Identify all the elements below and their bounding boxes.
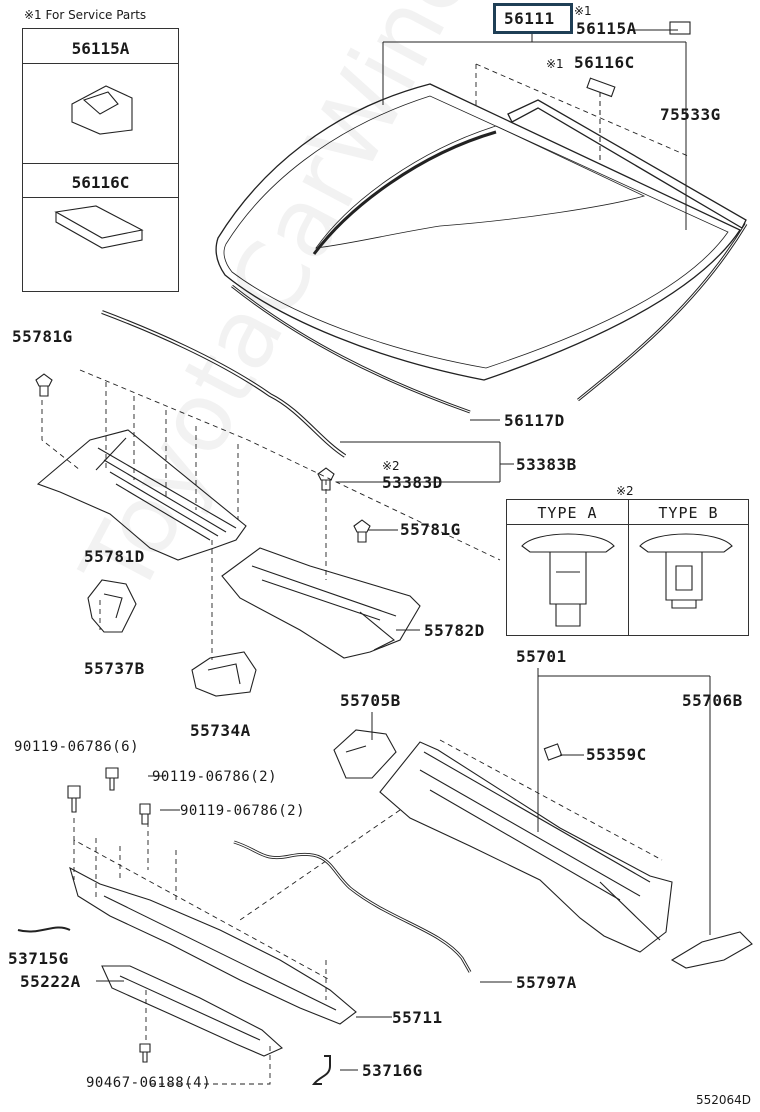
part-label-55706B[interactable]: 55706B (682, 691, 743, 710)
service-parts-box: 56115A 56116C (22, 28, 179, 292)
part-label-55705B[interactable]: 55705B (340, 691, 401, 710)
part-label-53383B[interactable]: 53383B (516, 455, 577, 474)
part-label-55797A[interactable]: 55797A (516, 973, 577, 992)
lower-panel-drawing (69, 866, 357, 1025)
part-label-55359C[interactable]: 55359C (586, 745, 647, 764)
part-label-75533G[interactable]: 75533G (660, 105, 721, 124)
part-label-90119-06786-2a[interactable]: 90119-06786(2) (152, 769, 278, 785)
part-label-90467-06188-4[interactable]: 90467-06188(4) (86, 1075, 212, 1091)
bracket-b-drawing (87, 579, 137, 633)
mark-1: ※1 (574, 4, 592, 18)
part-label-53715G[interactable]: 53715G (8, 949, 69, 968)
type-note: ※2 (616, 484, 634, 498)
diagram-code: 552064D (696, 1093, 752, 1107)
clip-drawings (35, 21, 691, 1063)
part-label-53716G[interactable]: 53716G (362, 1061, 423, 1080)
seal-drawing (101, 310, 347, 458)
type-b-header: TYPE B (658, 504, 719, 522)
part-label-56115A[interactable]: 56115A (576, 19, 637, 38)
bracket-a-drawing (191, 651, 257, 697)
cowl-panel-drawing (379, 741, 673, 953)
windshield-glass-drawing (215, 83, 741, 381)
harness-drawing (233, 840, 472, 973)
divider (507, 524, 748, 525)
part-label-55711[interactable]: 55711 (392, 1008, 443, 1027)
mark-1: ※1 (546, 57, 564, 71)
mark-2: ※2 (382, 459, 400, 473)
divider (628, 500, 629, 635)
part-label-55782D[interactable]: 55782D (424, 621, 485, 640)
highlight-frame (493, 3, 573, 34)
hose-53716g-drawing (311, 1055, 331, 1085)
part-label-90119-06786-2b[interactable]: 90119-06786(2) (180, 803, 306, 819)
type-clip-drawings (521, 533, 733, 627)
type-a-header: TYPE A (537, 504, 598, 522)
divider (23, 197, 178, 198)
type-table: TYPE A TYPE B (506, 499, 749, 636)
stay-drawing (101, 965, 283, 1057)
part-label-56117D[interactable]: 56117D (504, 411, 565, 430)
bracket-55706b-drawing (670, 931, 753, 969)
part-label-55222A[interactable]: 55222A (20, 972, 81, 991)
service-part-label[interactable]: 56115A (71, 39, 130, 58)
service-part-drawings (54, 85, 144, 249)
part-label-55781D[interactable]: 55781D (84, 547, 145, 566)
service-parts-title: ※1 For Service Parts (24, 8, 147, 22)
part-label-55781G[interactable]: 55781G (400, 520, 461, 539)
part-label-53383D[interactable]: 53383D (382, 473, 443, 492)
part-label-55734A[interactable]: 55734A (190, 721, 251, 740)
part-label-56111[interactable]: 56111 (504, 9, 555, 28)
moulding-drawing (507, 99, 748, 402)
cowl-left-drawing (36, 429, 247, 561)
bracket-55705b-drawing (333, 729, 397, 779)
divider (23, 163, 178, 164)
service-part-label[interactable]: 56116C (71, 173, 130, 192)
cowl-right-drawing (221, 547, 421, 659)
part-label-55737B[interactable]: 55737B (84, 659, 145, 678)
part-label-90119-06786-6[interactable]: 90119-06786(6) (14, 739, 140, 755)
hose-53715g-drawing (17, 926, 71, 933)
divider (23, 63, 178, 64)
part-label-55781G[interactable]: 55781G (12, 327, 73, 346)
part-label-55701[interactable]: 55701 (516, 647, 567, 666)
part-label-56116C[interactable]: 56116C (574, 53, 635, 72)
